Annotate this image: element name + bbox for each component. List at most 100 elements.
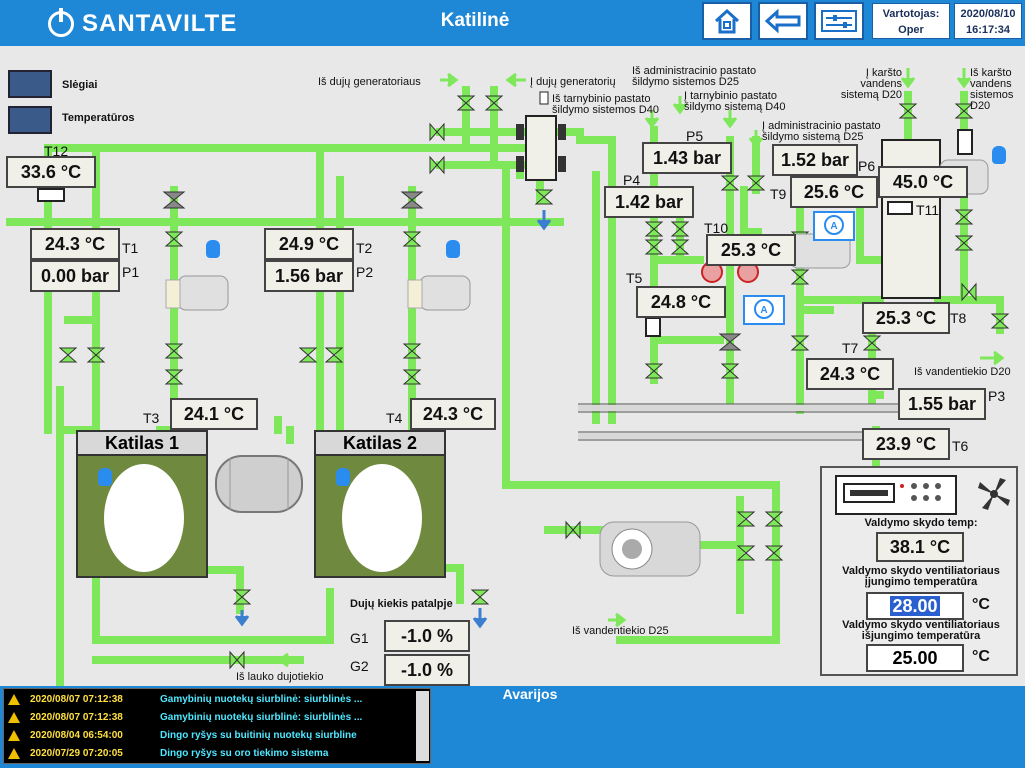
home-button[interactable] [702,2,752,40]
auto-mode-icon: A [743,295,785,325]
hand-icon [98,468,112,486]
tag-T10: T10 [704,220,729,236]
label-is-tarnybinio: Iš tarnybinio pastato šildymo sistemos D… [552,93,659,116]
valve-icon [764,511,784,527]
tag-T7: T7 [842,340,859,356]
valve-icon [58,347,78,363]
label-i-generatoriu: Į dujų generatorių [530,76,616,88]
hydraulic-separator-icon [516,115,566,181]
tag-P2: P2 [356,264,374,280]
valve-icon [670,221,690,237]
valve-icon [456,95,476,111]
valve-icon [534,189,554,205]
tag-G2: G2 [350,658,369,674]
valve-icon [954,103,974,119]
valve-icon [954,235,974,251]
home-icon [714,8,740,34]
pressures-chart-button[interactable] [8,70,52,98]
nav-pressures-label[interactable]: Slėgiai [62,79,98,91]
fan-on-value: 28.00 [890,596,940,616]
tag-T11: T11 [916,202,940,218]
tag-T8: T8 [950,310,967,326]
valve-icon [86,347,106,363]
valve-icon [402,343,422,359]
label-is-vandentiekio-d20: Iš vandentiekio D20 [914,366,1011,378]
alarm-timestamp: 2020/08/04 06:54:00 [30,730,123,741]
sliders-icon [821,10,857,32]
pump-icon [407,275,471,311]
tag-T6: T6 [952,438,969,454]
boiler-2-door [342,464,422,572]
settings-button[interactable] [814,2,864,40]
alarm-row[interactable]: 2020/08/04 06:54:00 Dingo ryšys su buitin… [8,727,357,744]
alarm-scrollbar[interactable] [416,691,429,761]
valve-icon [429,155,445,175]
hand-icon[interactable] [446,240,460,258]
fan-icon [978,478,1010,510]
control-cabinet-icon [835,475,1010,515]
valve-icon [954,209,974,225]
label-i-admin: Į administracinio pastato šildymo sistem… [762,120,881,143]
brand-logo: SANTAVILTE [48,8,237,38]
reading-T3: 24.1 °C [170,398,258,430]
gas-label: Dujų kiekis patalpje [350,598,453,610]
fan-pump-icon [599,521,701,577]
reading-T11: 45.0 °C [878,166,968,198]
expansion-tank-icon [215,455,303,513]
valve-icon [644,363,664,379]
boiler-1-title: Katilas 1 [78,432,206,456]
valve-icon [898,103,918,119]
alarm-message: Dingo ryšys su buitinių nuotekų siurblin… [160,730,357,741]
date: 2020/08/10 [960,8,1016,20]
reading-P3: 1.55 bar [898,388,986,420]
back-arrow-icon [764,8,801,34]
warning-icon [8,694,20,705]
top-bar: SANTAVILTE Katilinė Vartotojas: Oper 202… [0,0,1025,46]
tag-T3: T3 [143,410,160,426]
tag-T5: T5 [626,270,643,286]
valve-icon [402,231,422,247]
label-i-karsto: Į karšto vandens sistemą D20 [840,67,902,101]
heat-exchanger-icon [881,139,941,299]
warning-icon [8,712,20,723]
reading-T10: 25.3 °C [706,234,796,266]
page-title: Katilinė [440,10,510,31]
valve-icon [961,282,977,302]
auto-mode-icon: A [813,211,855,241]
reading-P5: 1.43 bar [642,142,732,174]
fan-off-temperature-input[interactable]: 25.00 [866,644,964,672]
valve-icon [164,231,184,247]
power-icon [48,8,74,37]
boiler-1[interactable]: Katilas 1 [76,430,208,578]
tag-P5: P5 [686,128,704,144]
tag-P3: P3 [988,388,1006,404]
time: 16:17:34 [965,24,1011,36]
alarms-tab[interactable]: Avarijos [502,686,558,702]
reading-T2: 24.9 °C [264,228,354,260]
boiler-2-title: Katilas 2 [316,432,444,456]
fan-on-temperature-input[interactable]: 28.00 [866,592,964,620]
alarm-message: Dingo ryšys su oro tiekimo sistema [160,748,329,759]
reading-T9: 25.6 °C [790,176,878,208]
fan-off-label: Valdymo skydo ventiliatoriaus išjungimo … [842,619,1000,642]
nav-temperatures-label[interactable]: Temperatūros [62,112,135,124]
tag-T2: T2 [356,240,373,256]
reading-G1: -1.0 % [384,620,470,652]
valve-icon [790,335,810,351]
tag-T1: T1 [122,240,139,256]
valve-icon [565,520,581,540]
back-button[interactable] [758,2,808,40]
reading-T7: 24.3 °C [806,358,894,390]
boiler-2[interactable]: Katilas 2 [314,430,446,578]
label-is-admin: Iš administracinio pastato šildymo siste… [632,65,757,88]
reading-P1: 0.00 bar [30,260,120,292]
hand-icon[interactable] [206,240,220,258]
hand-icon[interactable] [992,146,1006,164]
temperatures-chart-button[interactable] [8,106,52,134]
alarm-message: Gamybinių nuotekų siurblinė: siurblinės … [160,712,363,723]
